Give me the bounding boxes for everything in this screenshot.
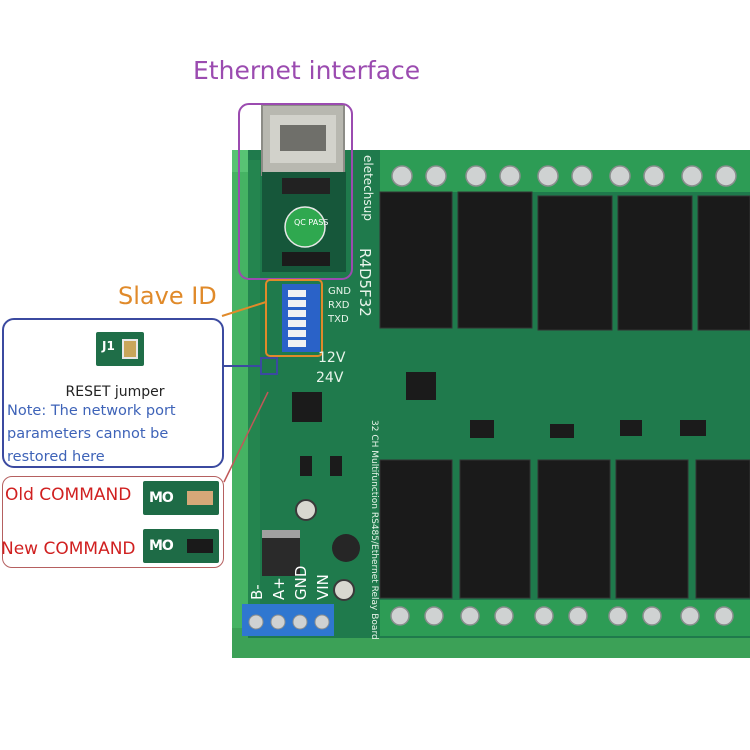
slave-id-highlight-frame [265, 279, 323, 357]
top-terminal-block [380, 150, 750, 192]
voltage-regulator [262, 534, 300, 576]
voltage-12v-label: 12V [318, 350, 346, 366]
old-command-label: Old COMMAND [5, 485, 132, 505]
jumper-pins [122, 339, 138, 359]
pcb-left-strip [248, 160, 260, 630]
dip-switch-levers [288, 290, 306, 347]
qc-pass-sticker [284, 206, 326, 248]
ethernet-jack-slot [280, 125, 326, 151]
new-command-pad [187, 539, 213, 553]
old-mode-tag: MO [149, 490, 174, 506]
terminal-vin-label: VIN [314, 574, 332, 600]
bottom-terminal-block [380, 600, 750, 636]
reset-jumper-note: Note: The network port parameters cannot… [7, 403, 176, 465]
board-title-silkscreen: 32 CH Multifunction RS485/Ethernet Relay… [369, 420, 379, 640]
qc-pass-text: QC PASS [294, 218, 328, 227]
old-command-pad [187, 491, 213, 505]
inductor [332, 534, 360, 562]
command-pointer-line [223, 391, 269, 483]
terminal-a-label: A+ [270, 577, 288, 600]
module-header-pins [282, 252, 330, 266]
regulator-tab [262, 530, 300, 538]
new-mode-tag: MO [149, 538, 174, 554]
power-terminal-screws [248, 614, 330, 630]
reset-jumper-title: RESET jumper [65, 384, 165, 400]
top-relay-row [379, 191, 750, 331]
uart-txd-label: TXD [327, 314, 349, 325]
new-command-label: New COMMAND [1, 539, 136, 559]
jumper-j1-image: J1 [96, 332, 144, 366]
slave-id-label: Slave ID [118, 282, 217, 310]
capacitor-1 [295, 499, 317, 521]
brand-silkscreen: eletechsup [361, 155, 375, 221]
command-mode-callout: MO Old COMMAND MO New COMMAND [1, 476, 224, 568]
model-silkscreen: R4D5F32 [356, 248, 374, 317]
slave-id-pointer-line [221, 301, 267, 317]
jumper-j1-label: J1 [102, 339, 115, 353]
ethernet-interface-label: Ethernet interface [193, 56, 421, 85]
capacitor-2 [333, 579, 355, 601]
new-command-jumper-image: MO [143, 529, 219, 563]
smd-components [292, 372, 706, 476]
module-connector [282, 178, 330, 194]
bottom-relay-row [379, 459, 750, 599]
uart-rxd-label: RXD [328, 300, 350, 311]
old-command-jumper-image: MO [143, 481, 219, 515]
terminal-gnd-label: GND [292, 566, 310, 600]
uart-gnd-label: GND [328, 286, 351, 297]
voltage-24v-label: 24V [316, 370, 344, 386]
terminal-b-label: B- [248, 584, 266, 600]
reset-jumper-callout: J1 RESET jumper Note: The network port p… [2, 318, 224, 468]
